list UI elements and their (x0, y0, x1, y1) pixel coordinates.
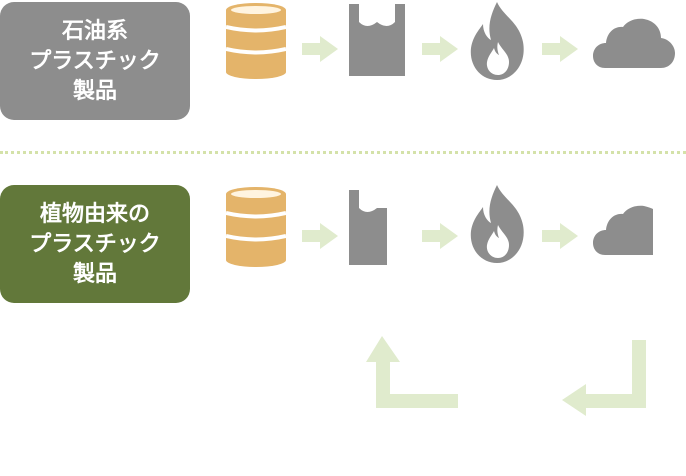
return-down-left-arrow-icon (558, 340, 650, 416)
arrow-right-icon (302, 36, 338, 62)
arrow-right-icon (542, 223, 578, 249)
return-up-arrow-icon (364, 336, 460, 410)
petroleum-label-line-1: 石油系 (61, 18, 128, 43)
arrow-right-icon (422, 223, 458, 249)
arrow-right-icon (542, 36, 578, 62)
arrow-right-icon (302, 223, 338, 249)
plant-label-line-2: プラスチック (29, 231, 161, 256)
plant-label-line-3: 製品 (72, 261, 117, 286)
plant-label-line-1: 植物由来の (39, 201, 150, 226)
flame-icon (469, 2, 527, 80)
plastic-bag-icon (349, 4, 405, 76)
half-plastic-bag-icon (349, 190, 387, 265)
barrel-icon (226, 3, 286, 79)
petroleum-label-line-2: プラスチック (29, 48, 161, 73)
arrow-right-icon (422, 36, 458, 62)
petroleum-label-line-3: 製品 (72, 78, 117, 103)
flame-icon (469, 185, 527, 263)
petroleum-plastic-label-box: 石油系 プラスチック 製品 (0, 2, 190, 120)
half-cloud-icon (593, 205, 653, 255)
plant-derived-plastic-label-box: 植物由来の プラスチック 製品 (0, 185, 190, 303)
section-divider (0, 151, 686, 154)
cloud-icon (593, 18, 675, 68)
barrel-icon (226, 187, 286, 267)
